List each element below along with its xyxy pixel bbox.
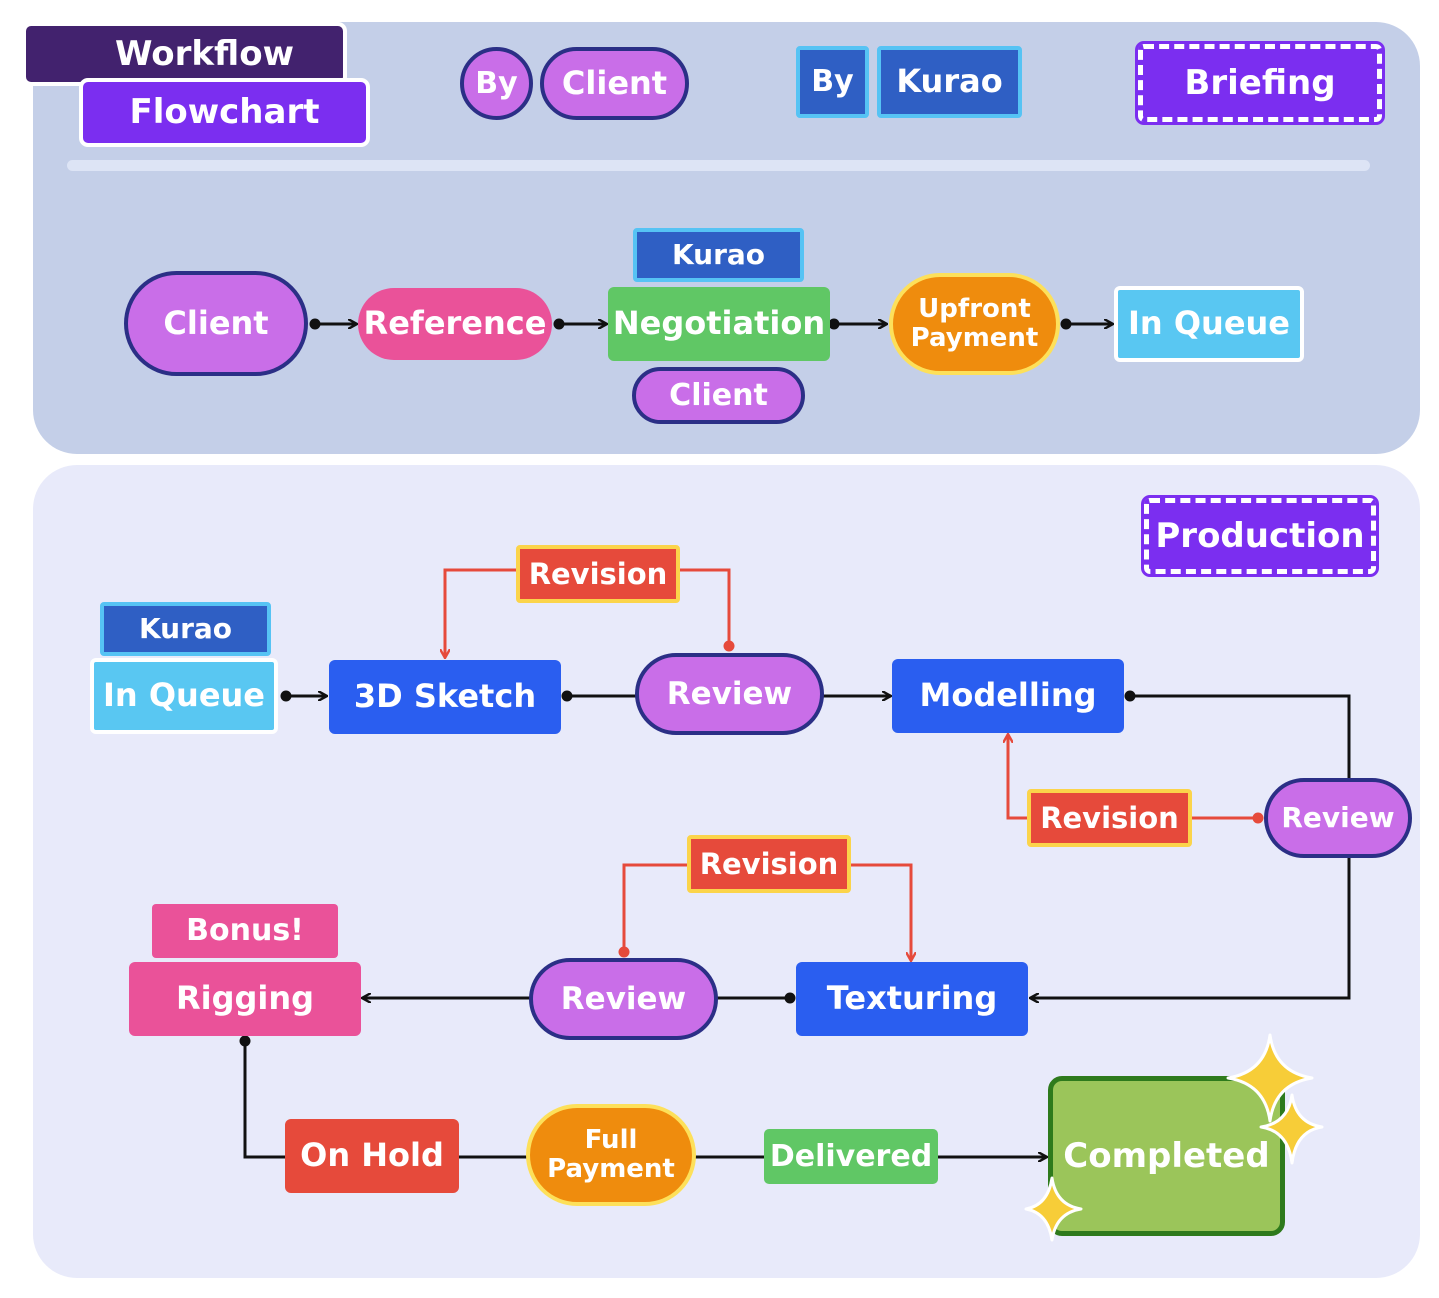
node-revision-2-text: Revision [1040,800,1179,835]
dot [561,690,573,702]
dot [618,946,630,958]
badge-negotiation-kurao-text: Kurao [671,238,766,272]
legend-client-text: Client [561,63,668,102]
node-reference: Reference [358,288,552,360]
dot [828,318,840,330]
node-production-in-queue: In Queue [90,658,278,734]
title-flowchart: Flowchart [79,78,370,147]
section-production: Production [1141,495,1379,577]
legend-client-by-text: By [475,65,518,101]
legend-client: Client [540,47,689,120]
section-briefing-text: Briefing [1184,62,1336,103]
node-full-payment: Full Payment [526,1104,696,1206]
node-revision-1: Revision [516,545,680,603]
node-upfront-payment-line1: Upfront [918,293,1031,324]
node-revision-3: Revision [687,835,851,893]
node-review-2-text: Review [1281,801,1395,835]
title-workflow-text: Workflow [115,33,294,74]
legend-kurao-text: Kurao [896,62,1003,101]
divider [67,160,1370,171]
node-review-1: Review [635,653,824,735]
node-full-payment-line2: Payment [547,1154,675,1184]
node-modelling: Modelling [892,659,1124,733]
section-production-text: Production [1155,515,1365,556]
node-reference-text: Reference [363,304,547,343]
dot [723,640,735,652]
badge-queue-kurao: Kurao [100,602,271,656]
badge-bonus: Bonus! [152,904,338,958]
node-production-in-queue-text: In Queue [103,676,265,715]
node-completed-text: Completed [1063,1135,1270,1176]
dot [784,992,796,1004]
node-in-queue: In Queue [1114,286,1304,362]
node-3d-sketch-text: 3D Sketch [353,677,537,716]
node-delivered-text: Delivered [769,1138,933,1174]
line-rigging-onhold [243,1041,287,1159]
node-completed: Completed [1048,1076,1285,1236]
legend-client-by: By [460,47,533,120]
node-upfront-payment: Upfront Payment [889,273,1060,375]
node-rigging: Rigging [129,962,361,1036]
title-workflow: Workflow [22,22,347,86]
node-review-1-text: Review [666,675,793,712]
node-negotiation: Negotiation [608,287,830,361]
node-modelling-text: Modelling [919,676,1097,715]
node-review-2: Review [1264,778,1412,858]
node-review-3-text: Review [560,980,687,1017]
section-briefing: Briefing [1135,41,1385,125]
node-rigging-text: Rigging [175,979,315,1018]
node-on-hold-text: On Hold [300,1136,444,1175]
node-review-3: Review [529,958,718,1040]
revision3-left [622,863,689,952]
dot [239,1035,251,1047]
badge-queue-kurao-text: Kurao [138,612,233,646]
revision2-loop [1008,735,1258,820]
badge-negotiation-client: Client [632,367,805,424]
title-flowchart-text: Flowchart [129,92,320,133]
dot [309,318,321,330]
node-in-queue-text: In Queue [1128,304,1290,343]
legend-kurao-by: By [796,46,869,118]
node-on-hold: On Hold [285,1119,459,1193]
revision3-right [850,863,911,960]
dot [1060,318,1072,330]
node-delivered: Delivered [764,1129,938,1184]
node-upfront-payment-line2: Payment [910,323,1039,353]
line-modelling-review2 [1130,694,1351,780]
node-client: Client [124,271,308,376]
badge-negotiation-kurao: Kurao [633,228,804,282]
node-full-payment-line1: Full [584,1124,638,1155]
revision1-loop [445,568,731,657]
legend-kurao: Kurao [877,46,1022,118]
dot [553,318,565,330]
legend-kurao-by-text: By [811,64,854,100]
node-revision-3-text: Revision [699,846,839,881]
dot [1252,812,1264,824]
node-texturing: Texturing [796,962,1028,1036]
node-negotiation-text: Negotiation [612,304,826,343]
node-client-text: Client [163,303,269,342]
node-3d-sketch: 3D Sketch [329,660,561,734]
dot [280,690,292,702]
node-texturing-text: Texturing [826,979,998,1018]
node-revision-2: Revision [1027,789,1192,847]
arrow-review2-texturing [1031,856,1351,998]
dot [1124,690,1136,702]
badge-bonus-text: Bonus! [186,913,304,949]
badge-negotiation-client-text: Client [669,377,768,413]
node-revision-1-text: Revision [528,556,668,591]
